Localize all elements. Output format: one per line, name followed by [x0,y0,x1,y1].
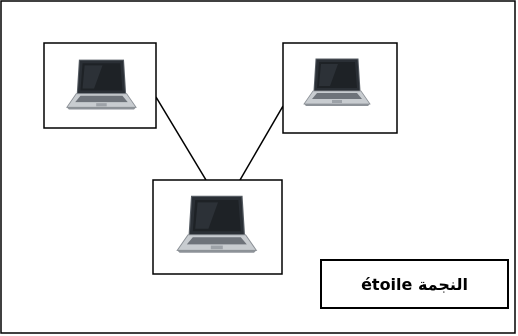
topology-label-box: étoile النجمة [320,259,509,309]
edge-top-left-to-center [155,96,207,181]
topology-label: étoile النجمة [361,274,468,294]
edge-top-right-to-center [239,105,284,181]
